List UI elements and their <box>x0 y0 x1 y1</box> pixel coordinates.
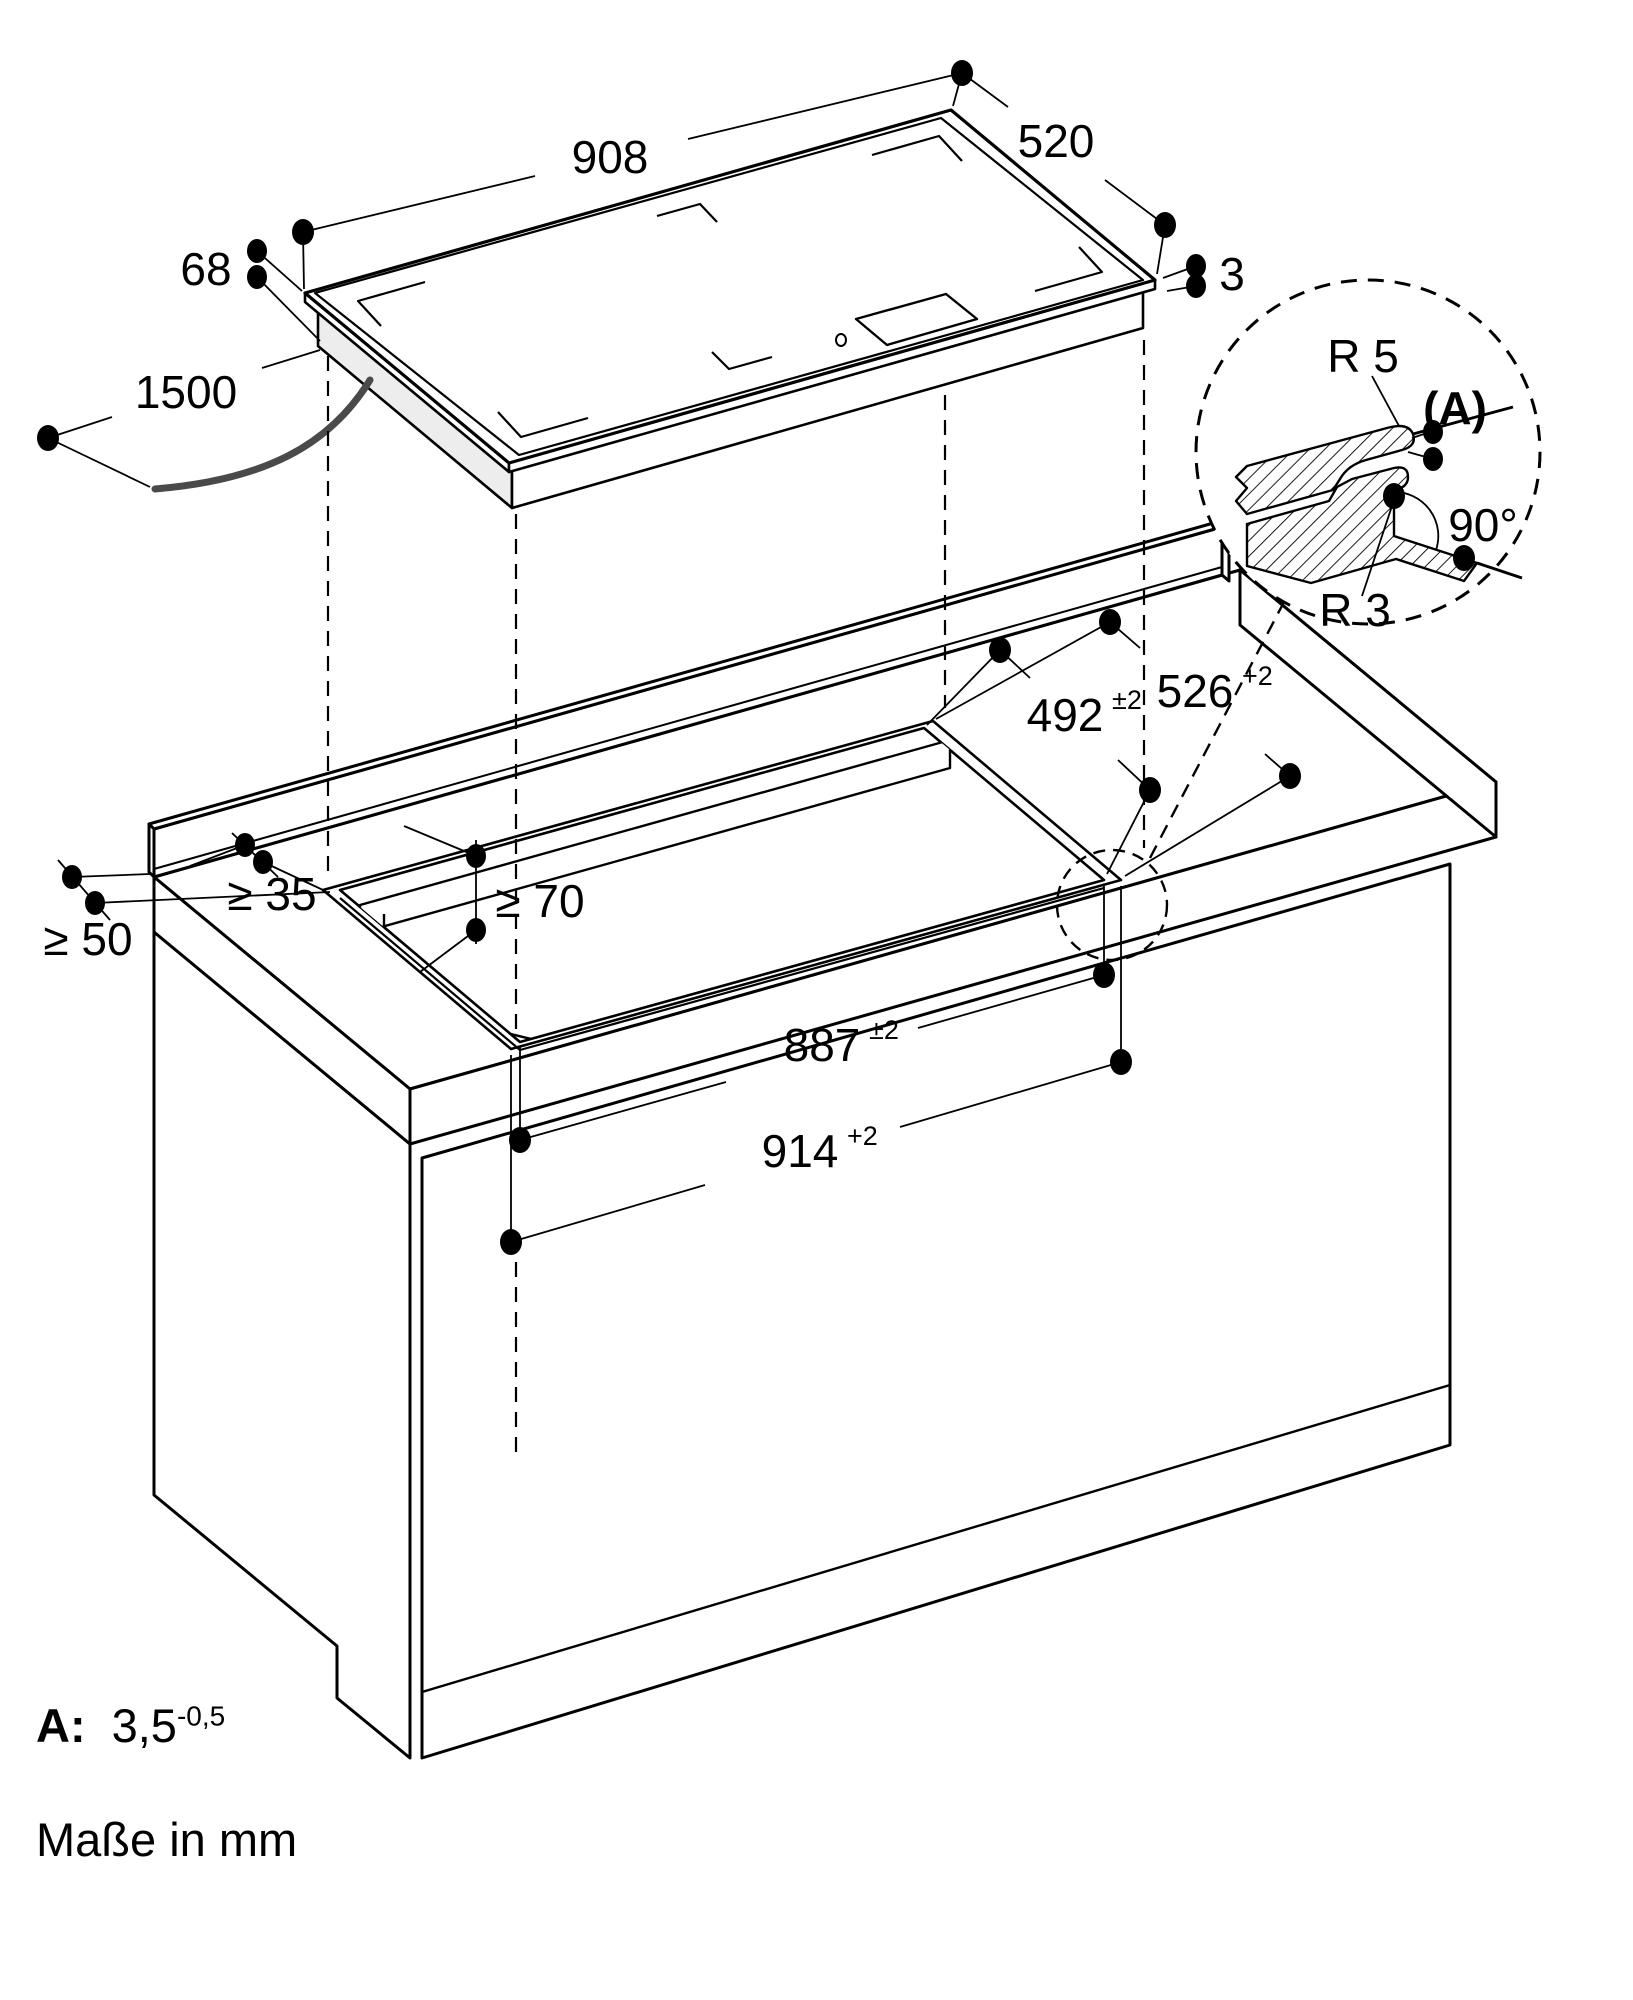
cutout-inner-outline <box>338 726 1106 1044</box>
control-display <box>854 292 979 347</box>
detail-callout: R 5 (A) 90° R 3 <box>1055 278 1542 962</box>
dim-height-label: 68 <box>180 243 231 295</box>
section-lower-band <box>1245 466 1479 585</box>
dim-width-label: 908 <box>572 131 649 183</box>
worktop-cutout <box>321 719 1123 1052</box>
dim-cutout-depth-label: 492 <box>1027 689 1104 741</box>
dim-glass-thickness-label: 3 <box>1219 248 1245 300</box>
units-note: Maße in mm <box>36 1813 298 1866</box>
cooktop <box>151 108 1157 510</box>
dim-cable-label: 1500 <box>135 366 237 418</box>
detail-source-circle <box>1055 848 1169 962</box>
dimension-labels: 908 520 3 68 1500 492 ±2 526 +2 887 ±2 9… <box>43 115 1272 1177</box>
power-cord <box>151 376 374 493</box>
radius-inner-label: R 3 <box>1319 584 1391 636</box>
cabinet <box>152 862 1452 1760</box>
dim-min-side-label: ≥ 50 <box>43 913 132 965</box>
dimension-dots <box>37 60 1301 1255</box>
projection-lines <box>326 340 1146 1462</box>
cabinet-plinth-line <box>421 1383 1451 1694</box>
section-surface-extension-bottom <box>1476 561 1523 580</box>
angle-label: 90° <box>1448 499 1518 551</box>
dim-min-back-label: ≥ 35 <box>227 868 316 920</box>
detail-connector <box>1148 601 1286 859</box>
dim-cutout-width-label: 887 <box>784 1019 861 1071</box>
footnote-a-tolerance: -0,5 <box>176 1700 226 1732</box>
dim-cutout-width-tol: ±2 <box>869 1015 899 1045</box>
radius-outer-label: R 5 <box>1327 330 1399 382</box>
dim-depth-label: 520 <box>1018 115 1095 167</box>
footnote-a-value: 3,5 <box>111 1699 177 1752</box>
edge-section <box>1234 375 1523 597</box>
cooktop-glass-top <box>303 108 1157 465</box>
backsplash-rail-left-end <box>147 822 156 879</box>
countertop-right-end-face <box>1238 568 1498 839</box>
control-knob-mark <box>835 333 847 347</box>
dim-recess-width-label: 914 <box>762 1125 839 1177</box>
detail-ref-label: (A) <box>1423 382 1487 434</box>
dim-recess-depth-label: 526 <box>1157 665 1234 717</box>
cooking-zone-marks <box>356 134 1104 439</box>
dimensions <box>47 72 1291 1243</box>
dim-recess-depth-tol: +2 <box>1242 661 1273 691</box>
cabinet-front-panel <box>420 862 1452 1760</box>
countertop-left-end-face <box>152 875 412 1146</box>
detail-dots <box>1383 420 1475 571</box>
dim-cutout-depth-tol: ±2 <box>1112 685 1142 715</box>
section-upper-band <box>1234 424 1416 516</box>
cooktop-glass-rim <box>313 116 1145 457</box>
footnote-a-label: A: <box>36 1699 86 1752</box>
dim-min-below-label: ≥ 70 <box>495 875 584 927</box>
backsplash-rail-trim <box>153 566 1223 870</box>
dim-recess-width-tol: +2 <box>847 1121 878 1151</box>
footnote-a: A: 3,5-0,5 <box>36 1698 225 1753</box>
